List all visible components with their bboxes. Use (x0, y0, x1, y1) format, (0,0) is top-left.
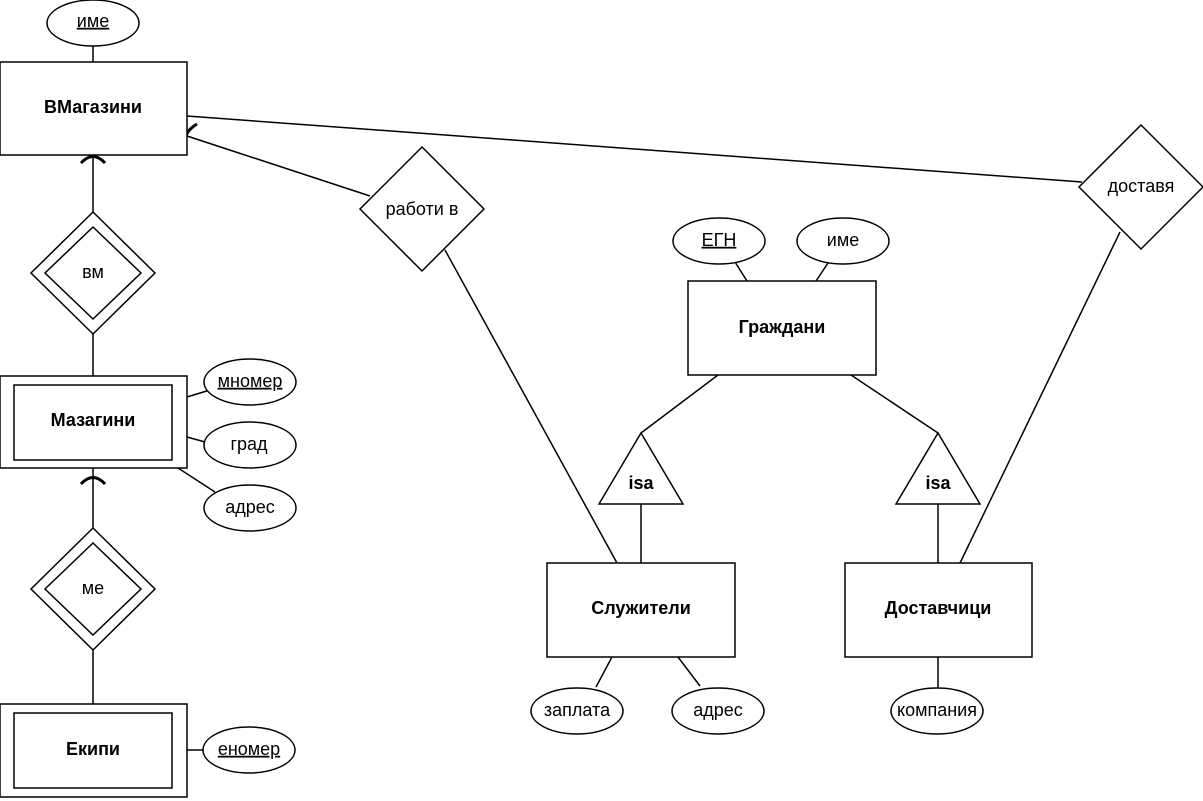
relationship-vm[interactable]: вм (29, 210, 157, 336)
attribute-magazini-grad[interactable]: град (203, 421, 297, 469)
line-grazhdani-isa-left (640, 374, 719, 434)
attribute-grazhdani-egn-label: ЕГН (702, 230, 737, 250)
attribute-grazhdani-ime-label: име (827, 230, 859, 250)
relationship-dostavya[interactable]: доставя (1077, 123, 1203, 251)
attribute-sluzhiteli-adres[interactable]: адрес (671, 687, 765, 735)
isa-right[interactable]: isa (894, 431, 982, 505)
attribute-sluzhiteli-zaplata-label: заплата (544, 700, 611, 720)
line-grazhdani-ime (815, 262, 829, 282)
line-grazhdani-isa-right (850, 374, 939, 434)
relationship-raboti-v[interactable]: работи в (358, 145, 486, 273)
entity-sluzhiteli[interactable]: Служители (546, 562, 736, 658)
entity-ekipi-label: Екипи (66, 739, 120, 759)
attribute-magazini-mnomer-label: мномер (218, 371, 283, 391)
entity-grazhdani[interactable]: Граждани (687, 280, 877, 376)
relationship-me-label: ме (82, 578, 104, 598)
relationship-dostavya-label: доставя (1108, 176, 1175, 196)
attribute-grazhdani-ime[interactable]: име (796, 217, 890, 265)
line-magazini-mnomer (186, 389, 211, 398)
attribute-sluzhiteli-zaplata[interactable]: заплата (530, 687, 624, 735)
line-dostavya-dostavchici (959, 231, 1121, 564)
line-raboti-sluzhiteli (444, 249, 618, 564)
entity-vmagazini[interactable]: ВМагазини (0, 61, 188, 156)
attribute-vmagazini-ime-label: име (77, 11, 109, 31)
attribute-magazini-adres[interactable]: адрес (203, 484, 297, 532)
relationship-vm-label: вм (82, 262, 104, 282)
entity-grazhdani-label: Граждани (739, 317, 826, 337)
attribute-vmagazini-ime[interactable]: име (46, 0, 140, 47)
attribute-dostavchici-kompania[interactable]: компания (890, 687, 984, 735)
line-vmagazini-dostavya (186, 115, 1083, 183)
attribute-grazhdani-egn[interactable]: ЕГН (672, 217, 766, 265)
line-magazini-adres (177, 467, 216, 493)
attribute-magazini-adres-label: адрес (225, 497, 275, 517)
entity-ekipi[interactable]: Екипи (0, 703, 188, 798)
line-sluzhiteli-zaplata (595, 656, 613, 688)
isa-left[interactable]: isa (597, 431, 685, 505)
entity-magazini-label: Мазагини (51, 410, 136, 430)
line-vmagazini-raboti (186, 135, 371, 197)
entity-sluzhiteli-label: Служители (591, 598, 691, 618)
line-magazini-grad (186, 436, 206, 443)
entity-dostavchici-label: Доставчици (885, 598, 992, 618)
isa-right-label: isa (925, 473, 951, 493)
entity-dostavchici[interactable]: Доставчици (844, 562, 1033, 658)
attribute-ekipi-enomer-label: еномер (218, 739, 280, 759)
isa-left-label: isa (628, 473, 654, 493)
relationship-raboti-v-label: работи в (386, 199, 459, 219)
connector-lines (92, 46, 1121, 751)
arc-me-participation (79, 476, 107, 486)
arc-vm-participation (79, 155, 107, 165)
attribute-magazini-mnomer[interactable]: мномер (203, 358, 297, 406)
relationship-me[interactable]: ме (29, 526, 157, 652)
attribute-magazini-grad-label: град (230, 434, 268, 454)
line-grazhdani-egn (734, 261, 748, 282)
attribute-ekipi-enomer[interactable]: еномер (202, 726, 296, 774)
entity-vmagazini-label: ВМагазини (44, 97, 142, 117)
line-sluzhiteli-adres (677, 656, 701, 687)
entity-magazini[interactable]: Мазагини (0, 375, 188, 469)
attribute-dostavchici-kompania-label: компания (897, 700, 977, 720)
attribute-sluzhiteli-adres-label: адрес (693, 700, 743, 720)
